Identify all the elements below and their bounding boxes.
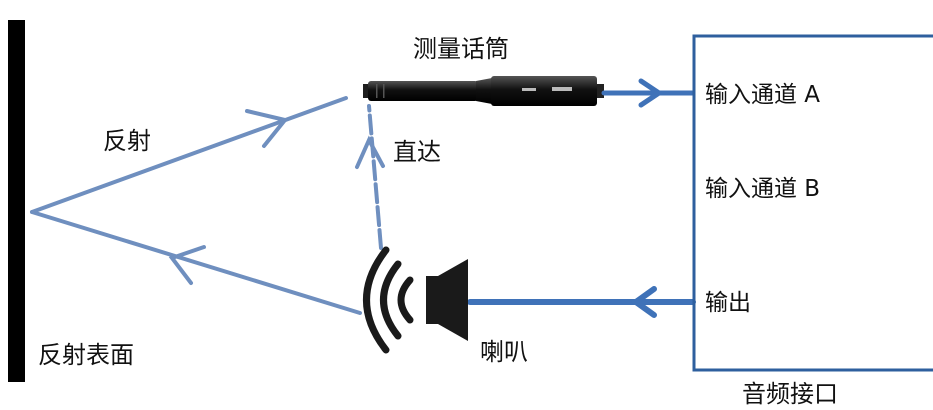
speaker-label: 喇叭 — [480, 338, 528, 366]
sound-wave-middle — [380, 260, 402, 340]
direct-line — [367, 104, 383, 250]
loudspeaker-icon — [363, 246, 468, 354]
measurement-microphone-icon — [363, 76, 604, 106]
reflection-label: 反射 — [103, 127, 151, 155]
reflective-surface-label: 反射表面 — [38, 341, 134, 369]
reflection-incident-line — [30, 210, 362, 315]
reflection-path — [30, 96, 362, 315]
reflection-return-line — [30, 96, 348, 214]
reflective-surface-wall — [8, 20, 25, 382]
reflection-incident-arrowhead — [168, 245, 206, 285]
input-channel-a-label: 输入通道 A — [705, 82, 820, 108]
output-to-speaker-link — [467, 286, 696, 318]
sound-wave-outer — [363, 246, 390, 354]
mic-to-input-a-link — [601, 78, 696, 108]
input-channel-b-label: 输入通道 B — [705, 176, 820, 202]
audio-interface-box — [692, 34, 933, 372]
reflection-return-arrowhead — [245, 109, 289, 148]
microphone-label: 测量话筒 — [413, 35, 509, 63]
output-label: 输出 — [705, 290, 751, 316]
direct-path — [355, 104, 385, 250]
sound-wave-inner — [397, 276, 414, 324]
direct-arrowhead — [355, 135, 385, 169]
direct-path-label: 直达 — [393, 138, 441, 166]
audio-interface-label: 音频接口 — [742, 380, 838, 408]
